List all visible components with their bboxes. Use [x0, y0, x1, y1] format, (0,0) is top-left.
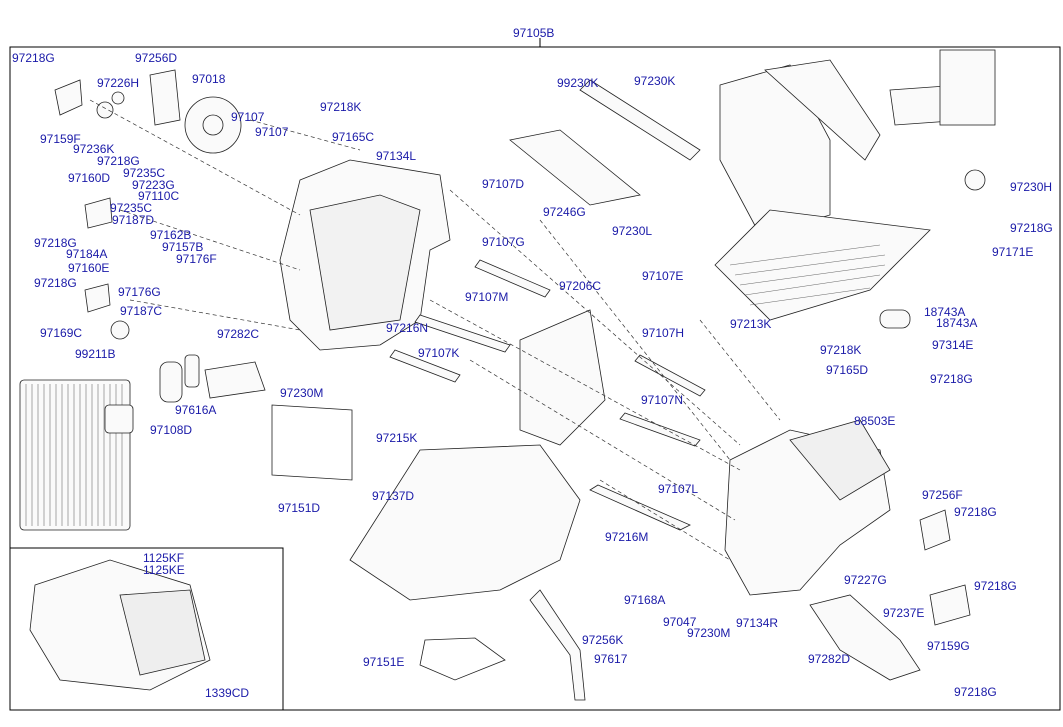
inset-label-1125ke: 1125KE: [143, 563, 185, 577]
part-label-97151e: 97151E: [363, 655, 404, 669]
part-label-97216n: 97216N: [386, 321, 428, 335]
part-labels: 97105B 97218G 97256D 97226H 97018 97159F97236…: [12, 26, 1053, 700]
part-label-97187d: 97187D: [112, 213, 154, 227]
part-label-97218k: 97218K: [820, 343, 861, 357]
part-label-97157b: 97157B: [162, 240, 203, 254]
part-label-99230k: 99230K: [557, 76, 598, 90]
part-label-97162b: 97162B: [150, 228, 191, 242]
part-label-97047: 97047: [663, 615, 697, 629]
evaporator-core: [19, 379, 134, 531]
part-label-97134r: 97134R: [736, 616, 778, 630]
part-label-97137d: 97137D: [372, 489, 414, 503]
part-label-97282c: 97282C: [217, 327, 259, 341]
part-label-97187c: 97187C: [120, 304, 162, 318]
part-label-97213k: 97213K: [730, 317, 771, 331]
part-label-97107h: 97107H: [642, 326, 684, 340]
part-label-97165d: 97165D: [826, 363, 868, 377]
part-label-97160d: 97160D: [68, 171, 110, 185]
part-label-97165c: 97165C: [332, 130, 374, 144]
part-label-97230k: 97230K: [634, 74, 675, 88]
part-label-97176g: 97176G: [118, 285, 161, 299]
inset-label-1339cd: 1339CD: [205, 686, 249, 700]
part-label-97218g: 97218G: [954, 685, 997, 699]
inset-label-1125kf: 1125KF: [143, 551, 184, 565]
part-label-97256d: 97256D: [135, 51, 177, 65]
part-label-97282d: 97282D: [808, 652, 850, 666]
part-label-97218g: 97218G: [1010, 221, 1053, 235]
part-label-97108d: 97108D: [150, 423, 192, 437]
part-label-97230h: 97230H: [1010, 180, 1052, 194]
part-label-97223g: 97223G: [132, 178, 175, 192]
part-label-97218g: 97218G: [34, 276, 77, 290]
part-label-97168a: 97168A: [624, 593, 665, 607]
part-label-18743a: 18743A: [924, 305, 965, 319]
part-label-99211b: 99211B: [75, 347, 115, 361]
part-label-97218g: 97218G: [34, 236, 77, 250]
part-label-97107k: 97107K: [418, 346, 459, 360]
assembly-label: 97105B: [513, 26, 554, 40]
part-label-97235c: 97235C: [123, 166, 165, 180]
part-sketches: [19, 49, 996, 701]
part-label-97256f: 97256F: [922, 488, 963, 502]
part-label-97110c: 97110C: [138, 189, 179, 203]
part-label-97107m: 97107M: [465, 290, 508, 304]
part-label-97237e: 97237E: [883, 606, 924, 620]
diagram-frames: [9, 38, 1061, 711]
part-label-97218k: 97218K: [320, 100, 361, 114]
part-label-88503e: 88503E: [854, 414, 895, 428]
part-label-97160e: 97160E: [68, 261, 109, 275]
part-label-97176f: 97176F: [176, 252, 217, 266]
part-label-97171e: 97171E: [992, 245, 1033, 259]
part-label-97236k: 97236K: [73, 142, 114, 156]
part-label-97246g: 97246G: [543, 205, 586, 219]
part-label-97230m: 97230M: [280, 386, 323, 400]
part-label-97184a: 97184A: [66, 247, 107, 261]
part-label-97616a: 97616A: [175, 403, 216, 417]
part-label-97226h: 97226H: [97, 76, 139, 90]
part-label-97159f: 97159F: [40, 132, 81, 146]
part-label-97134l: 97134L: [376, 149, 416, 163]
part-label-97159g: 97159G: [927, 639, 970, 653]
part-label-97256k: 97256K: [582, 633, 623, 647]
part-label-97107l: 97107L: [658, 482, 698, 496]
part-label-97235c: 97235C: [110, 201, 152, 215]
part-label-97218g: 97218G: [12, 51, 55, 65]
part-label-97107g: 97107G: [482, 235, 525, 249]
part-label-97230m: 97230M: [687, 626, 730, 640]
part-label-97218g: 97218G: [930, 372, 973, 386]
part-label-97151d: 97151D: [278, 501, 320, 515]
part-label-97218g: 97218G: [97, 154, 140, 168]
part-label-97227g: 97227G: [844, 573, 887, 587]
part-label-97314e: 97314E: [932, 338, 973, 352]
part-label-97218g: 97218G: [974, 579, 1017, 593]
part-label-97206c: 97206C: [559, 279, 601, 293]
part-label-97018: 97018: [192, 72, 226, 86]
part-label-97107d: 97107D: [482, 177, 524, 191]
part-label-97107e: 97107E: [642, 269, 683, 283]
part-label-97218g: 97218G: [954, 505, 997, 519]
part-label-97107n: 97107N: [641, 393, 683, 407]
part-label-97216m: 97216M: [605, 530, 648, 544]
part-label-97617: 97617: [594, 652, 628, 666]
part-label-97169c: 97169C: [40, 326, 82, 340]
dashed-leaders: [89, 99, 781, 561]
part-label-97107: 97107: [231, 110, 265, 124]
part-label-97107: 97107: [255, 125, 289, 139]
part-label-97230l: 97230L: [612, 224, 652, 238]
part-label-97215k: 97215K: [376, 431, 417, 445]
part-label-18743a: 18743A: [936, 316, 977, 330]
